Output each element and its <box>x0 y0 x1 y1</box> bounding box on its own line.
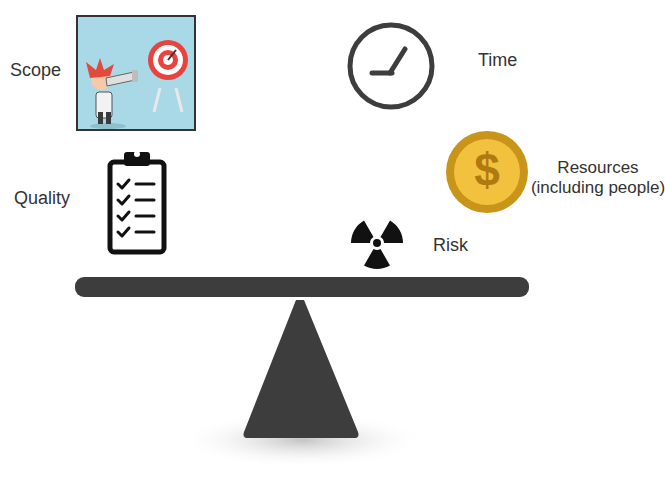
list-line <box>136 183 154 186</box>
list-line <box>136 231 154 234</box>
picture-frame <box>77 16 195 130</box>
figure-leg <box>98 112 103 124</box>
figure-hair <box>86 58 114 78</box>
target-leg <box>176 88 182 112</box>
resources-label: Resources (including people) <box>528 158 665 198</box>
figure-leg <box>106 112 111 124</box>
radiation-blade <box>381 220 404 243</box>
dart <box>168 50 176 60</box>
fulcrum <box>244 300 359 438</box>
check-mark <box>118 180 129 188</box>
quality-label: Quality <box>14 187 94 209</box>
target-leg <box>154 88 160 112</box>
clipboard-clip <box>124 152 150 166</box>
radiation-blade <box>364 249 390 269</box>
check-mark <box>118 212 129 220</box>
radiation-blade <box>351 220 374 243</box>
radiation-symbol <box>351 220 403 269</box>
telescope-lens <box>132 70 138 82</box>
check-mark <box>118 228 129 236</box>
risk-label: Risk <box>433 234 493 256</box>
scope-picture <box>77 16 195 130</box>
clock-face <box>350 25 432 107</box>
clipboard-hole <box>134 151 140 157</box>
dollar-sign: $ <box>462 143 512 198</box>
list-line <box>136 215 154 218</box>
minute-hand <box>390 49 405 73</box>
coin-face <box>454 139 520 205</box>
balance-beam <box>75 277 529 297</box>
target-ring <box>148 40 188 80</box>
clipboard-icon <box>110 151 164 252</box>
clipboard-board <box>110 162 164 252</box>
radiation-hub <box>373 239 381 247</box>
hour-hand <box>372 71 392 76</box>
list-line <box>136 199 154 202</box>
clock-icon <box>350 25 432 107</box>
target-ring <box>153 45 183 75</box>
telescope <box>106 72 135 86</box>
target-ring <box>158 50 178 70</box>
coin-icon <box>446 131 528 213</box>
clock-tick <box>391 40 392 66</box>
coin-rim <box>446 131 528 213</box>
time-label: Time <box>478 49 548 71</box>
check-mark <box>118 196 129 204</box>
scope-label: Scope <box>10 59 80 81</box>
